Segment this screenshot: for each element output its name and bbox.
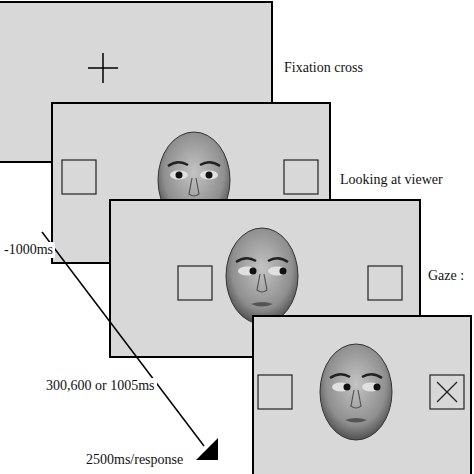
target-box <box>258 375 292 409</box>
face <box>226 228 298 324</box>
target-box <box>284 160 318 194</box>
target-box <box>62 160 96 194</box>
target-box <box>178 266 212 300</box>
timing-label: 300,600 or 1005ms <box>44 378 157 394</box>
face <box>320 344 392 440</box>
screen-panel <box>253 316 471 474</box>
fixation-cross <box>88 53 118 83</box>
stage-label: Looking at viewer <box>338 172 445 188</box>
target-box <box>430 375 464 409</box>
stage-label: Fixation cross <box>282 60 365 76</box>
timing-label: -1000ms <box>2 242 55 258</box>
timing-label: 2500ms/response <box>84 452 185 468</box>
stage-label: Gaze : <box>426 268 466 284</box>
target-x <box>437 382 457 402</box>
target-box <box>368 266 402 300</box>
arrow-head <box>196 438 218 460</box>
time-arrow <box>42 232 204 446</box>
